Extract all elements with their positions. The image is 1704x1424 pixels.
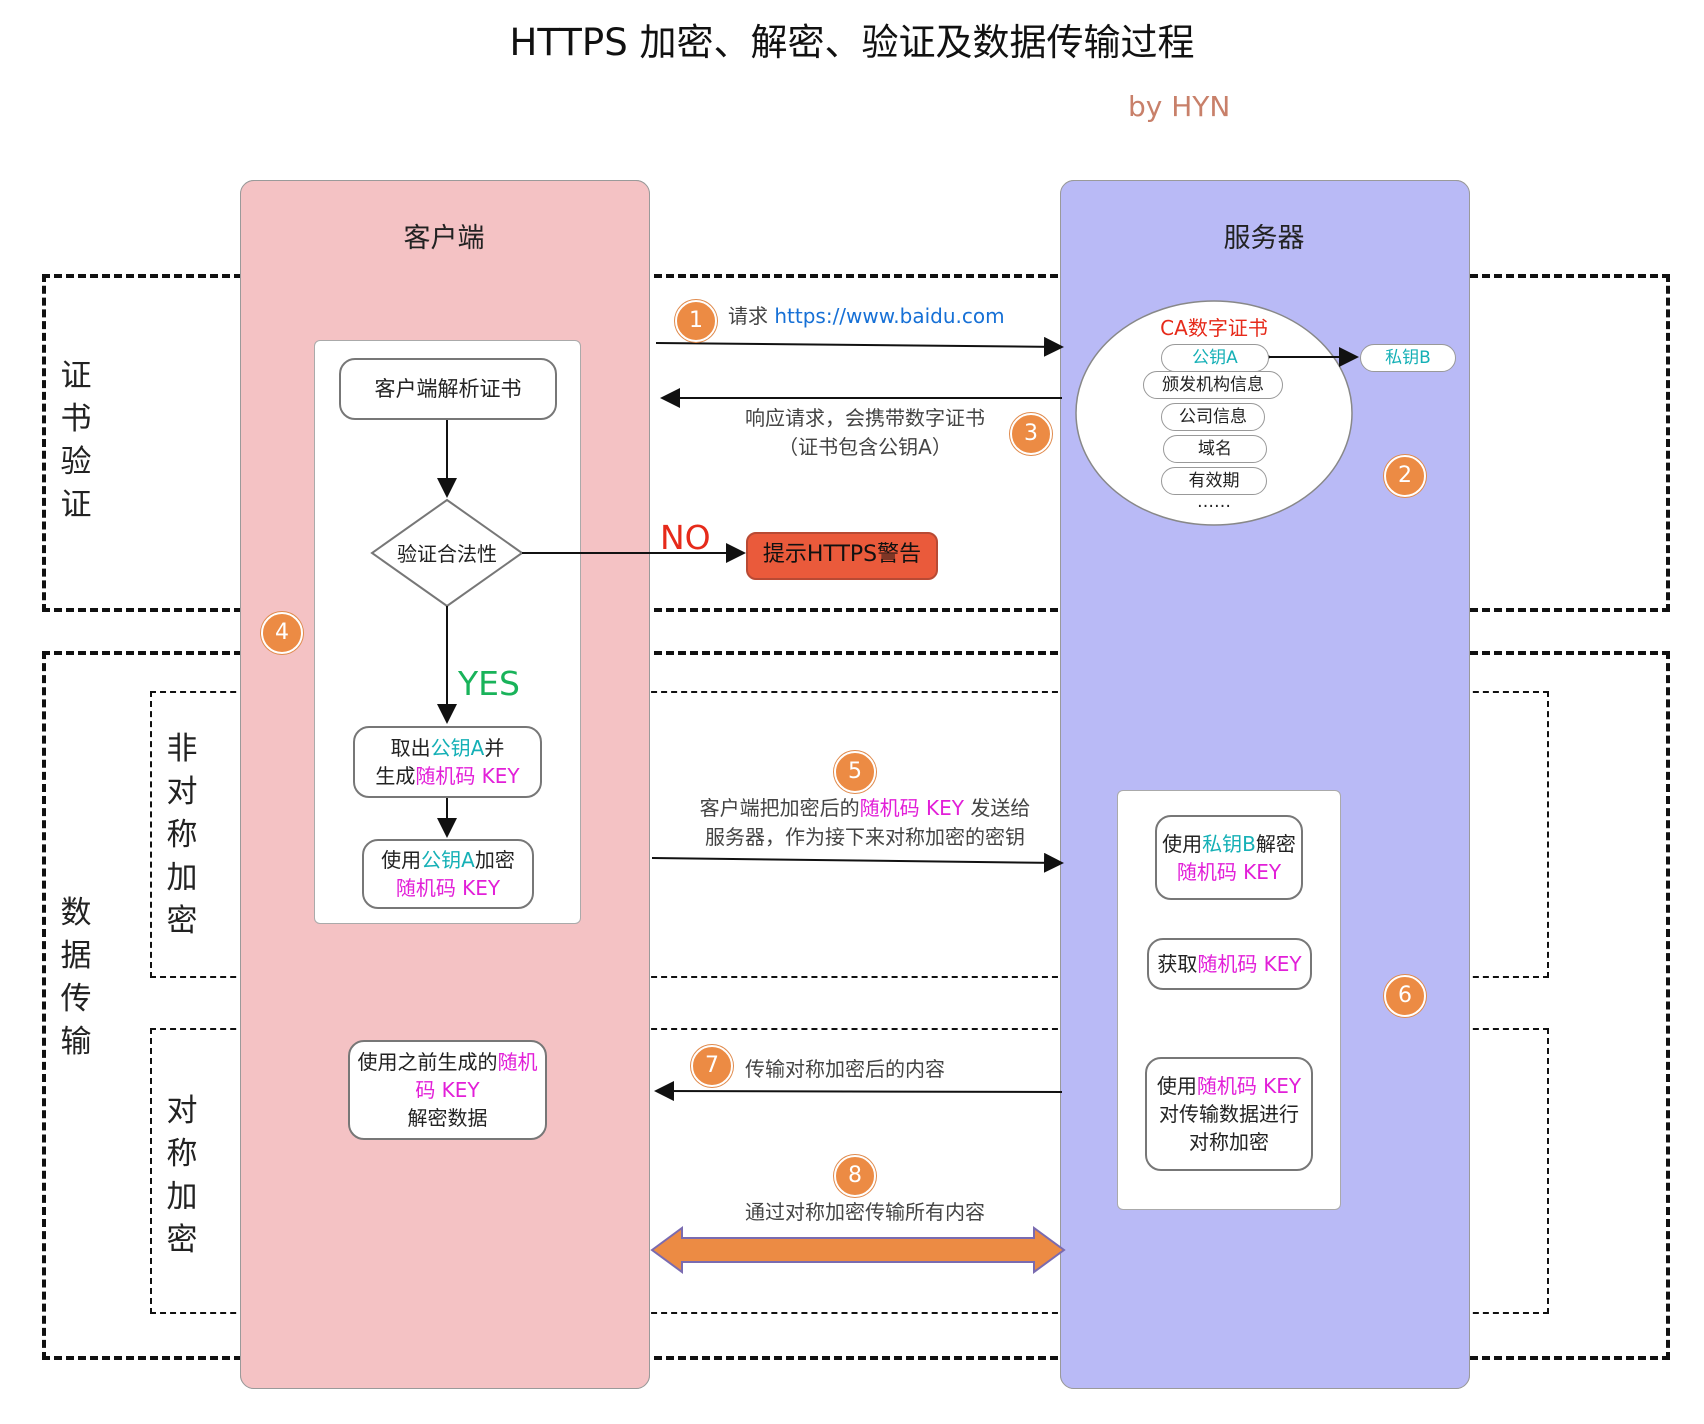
data-transfer-label: 数据传输 bbox=[60, 895, 92, 1060]
step-badge-2: 2 bbox=[1384, 455, 1426, 497]
asymmetric-section bbox=[150, 691, 1549, 978]
step-badge-1: 1 bbox=[675, 300, 717, 342]
ca-item-validity: 有效期 bbox=[1161, 467, 1267, 495]
decrypt-key-box: 使用私钥B解密随机码 KEY bbox=[1155, 815, 1303, 900]
bidirectional-arrow bbox=[650, 1226, 1066, 1274]
data-transfer-section bbox=[42, 651, 1670, 1360]
encrypt-key-box: 使用公钥A加密随机码 KEY bbox=[362, 839, 534, 909]
https-warning: 提示HTTPS警告 bbox=[746, 532, 938, 580]
symmetric-section bbox=[150, 1028, 1549, 1314]
verify-label: 验证合法性 bbox=[397, 542, 497, 566]
ca-item-company: 公司信息 bbox=[1161, 403, 1265, 431]
symmetric-label: 对称加密 bbox=[166, 1093, 198, 1258]
ca-item-issuer: 颁发机构信息 bbox=[1143, 371, 1283, 399]
yes-label: YES bbox=[458, 664, 520, 703]
get-key-box: 获取随机码 KEY bbox=[1147, 938, 1312, 990]
byline: by HYN bbox=[1128, 90, 1231, 123]
ca-item-domain: 域名 bbox=[1163, 435, 1267, 463]
send-key-label: 客户端把加密后的随机码 KEY 发送给服务器，作为接下来对称加密的密钥 bbox=[699, 796, 1031, 849]
step-badge-6: 6 bbox=[1384, 975, 1426, 1017]
private-key-b: 私钥B bbox=[1360, 344, 1456, 372]
arrow-send-key bbox=[651, 852, 1064, 873]
arrow-request bbox=[655, 336, 1064, 357]
response-label: 响应请求，会携带数字证书（证书包含公钥A） bbox=[745, 406, 985, 459]
ca-title: CA数字证书 bbox=[1160, 316, 1268, 340]
parse-cert-box: 客户端解析证书 bbox=[339, 358, 557, 420]
ca-item-more: …… bbox=[1197, 492, 1231, 512]
arrow-transfer-encrypted bbox=[654, 1081, 1063, 1102]
cert-verify-label: 证书验证 bbox=[60, 358, 92, 523]
step-badge-8: 8 bbox=[834, 1155, 876, 1197]
transfer-encrypted-label: 传输对称加密后的内容 bbox=[745, 1057, 945, 1081]
step-badge-5: 5 bbox=[834, 751, 876, 793]
no-label: NO bbox=[660, 518, 711, 557]
diagram-title: HTTPS 加密、解密、验证及数据传输过程 bbox=[509, 21, 1195, 64]
server-heading: 服务器 bbox=[1223, 223, 1305, 254]
client-heading: 客户端 bbox=[403, 223, 485, 254]
step-badge-7: 7 bbox=[691, 1045, 733, 1087]
all-symmetric-label: 通过对称加密传输所有内容 bbox=[745, 1200, 985, 1224]
cert-verify-section bbox=[42, 274, 1670, 612]
asymmetric-label: 非对称加密 bbox=[166, 731, 198, 939]
step-badge-3: 3 bbox=[1010, 413, 1052, 455]
take-key-box: 取出公钥A并生成随机码 KEY bbox=[353, 726, 542, 798]
request-label: 请求 https://www.baidu.com bbox=[728, 304, 1005, 328]
ca-item-public-key: 公钥A bbox=[1161, 344, 1269, 372]
step-badge-4: 4 bbox=[261, 612, 303, 654]
